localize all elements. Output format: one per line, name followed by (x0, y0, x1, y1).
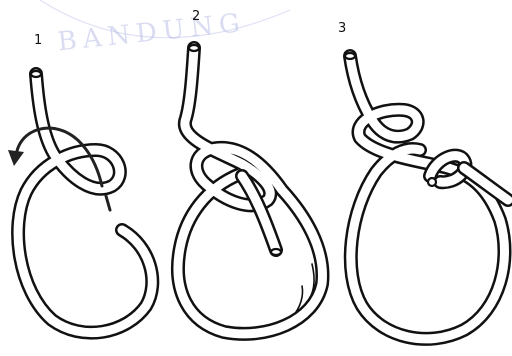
step-2-label: 2 (192, 9, 200, 24)
step-1-label: 1 (34, 33, 42, 48)
step-2-rope (178, 45, 322, 334)
tuck-path-dash (106, 196, 110, 210)
watermark-text: BANDUNG (56, 8, 247, 58)
rope-end (428, 178, 436, 186)
rope-end (271, 249, 281, 255)
step-3-rope (345, 53, 508, 339)
rope-end (189, 45, 199, 51)
rope-end (31, 71, 41, 77)
step-3-label: 3 (338, 21, 346, 36)
watermark-seal: BANDUNG (40, 0, 290, 58)
rope-end (345, 53, 355, 59)
step-1-rope (8, 71, 152, 333)
